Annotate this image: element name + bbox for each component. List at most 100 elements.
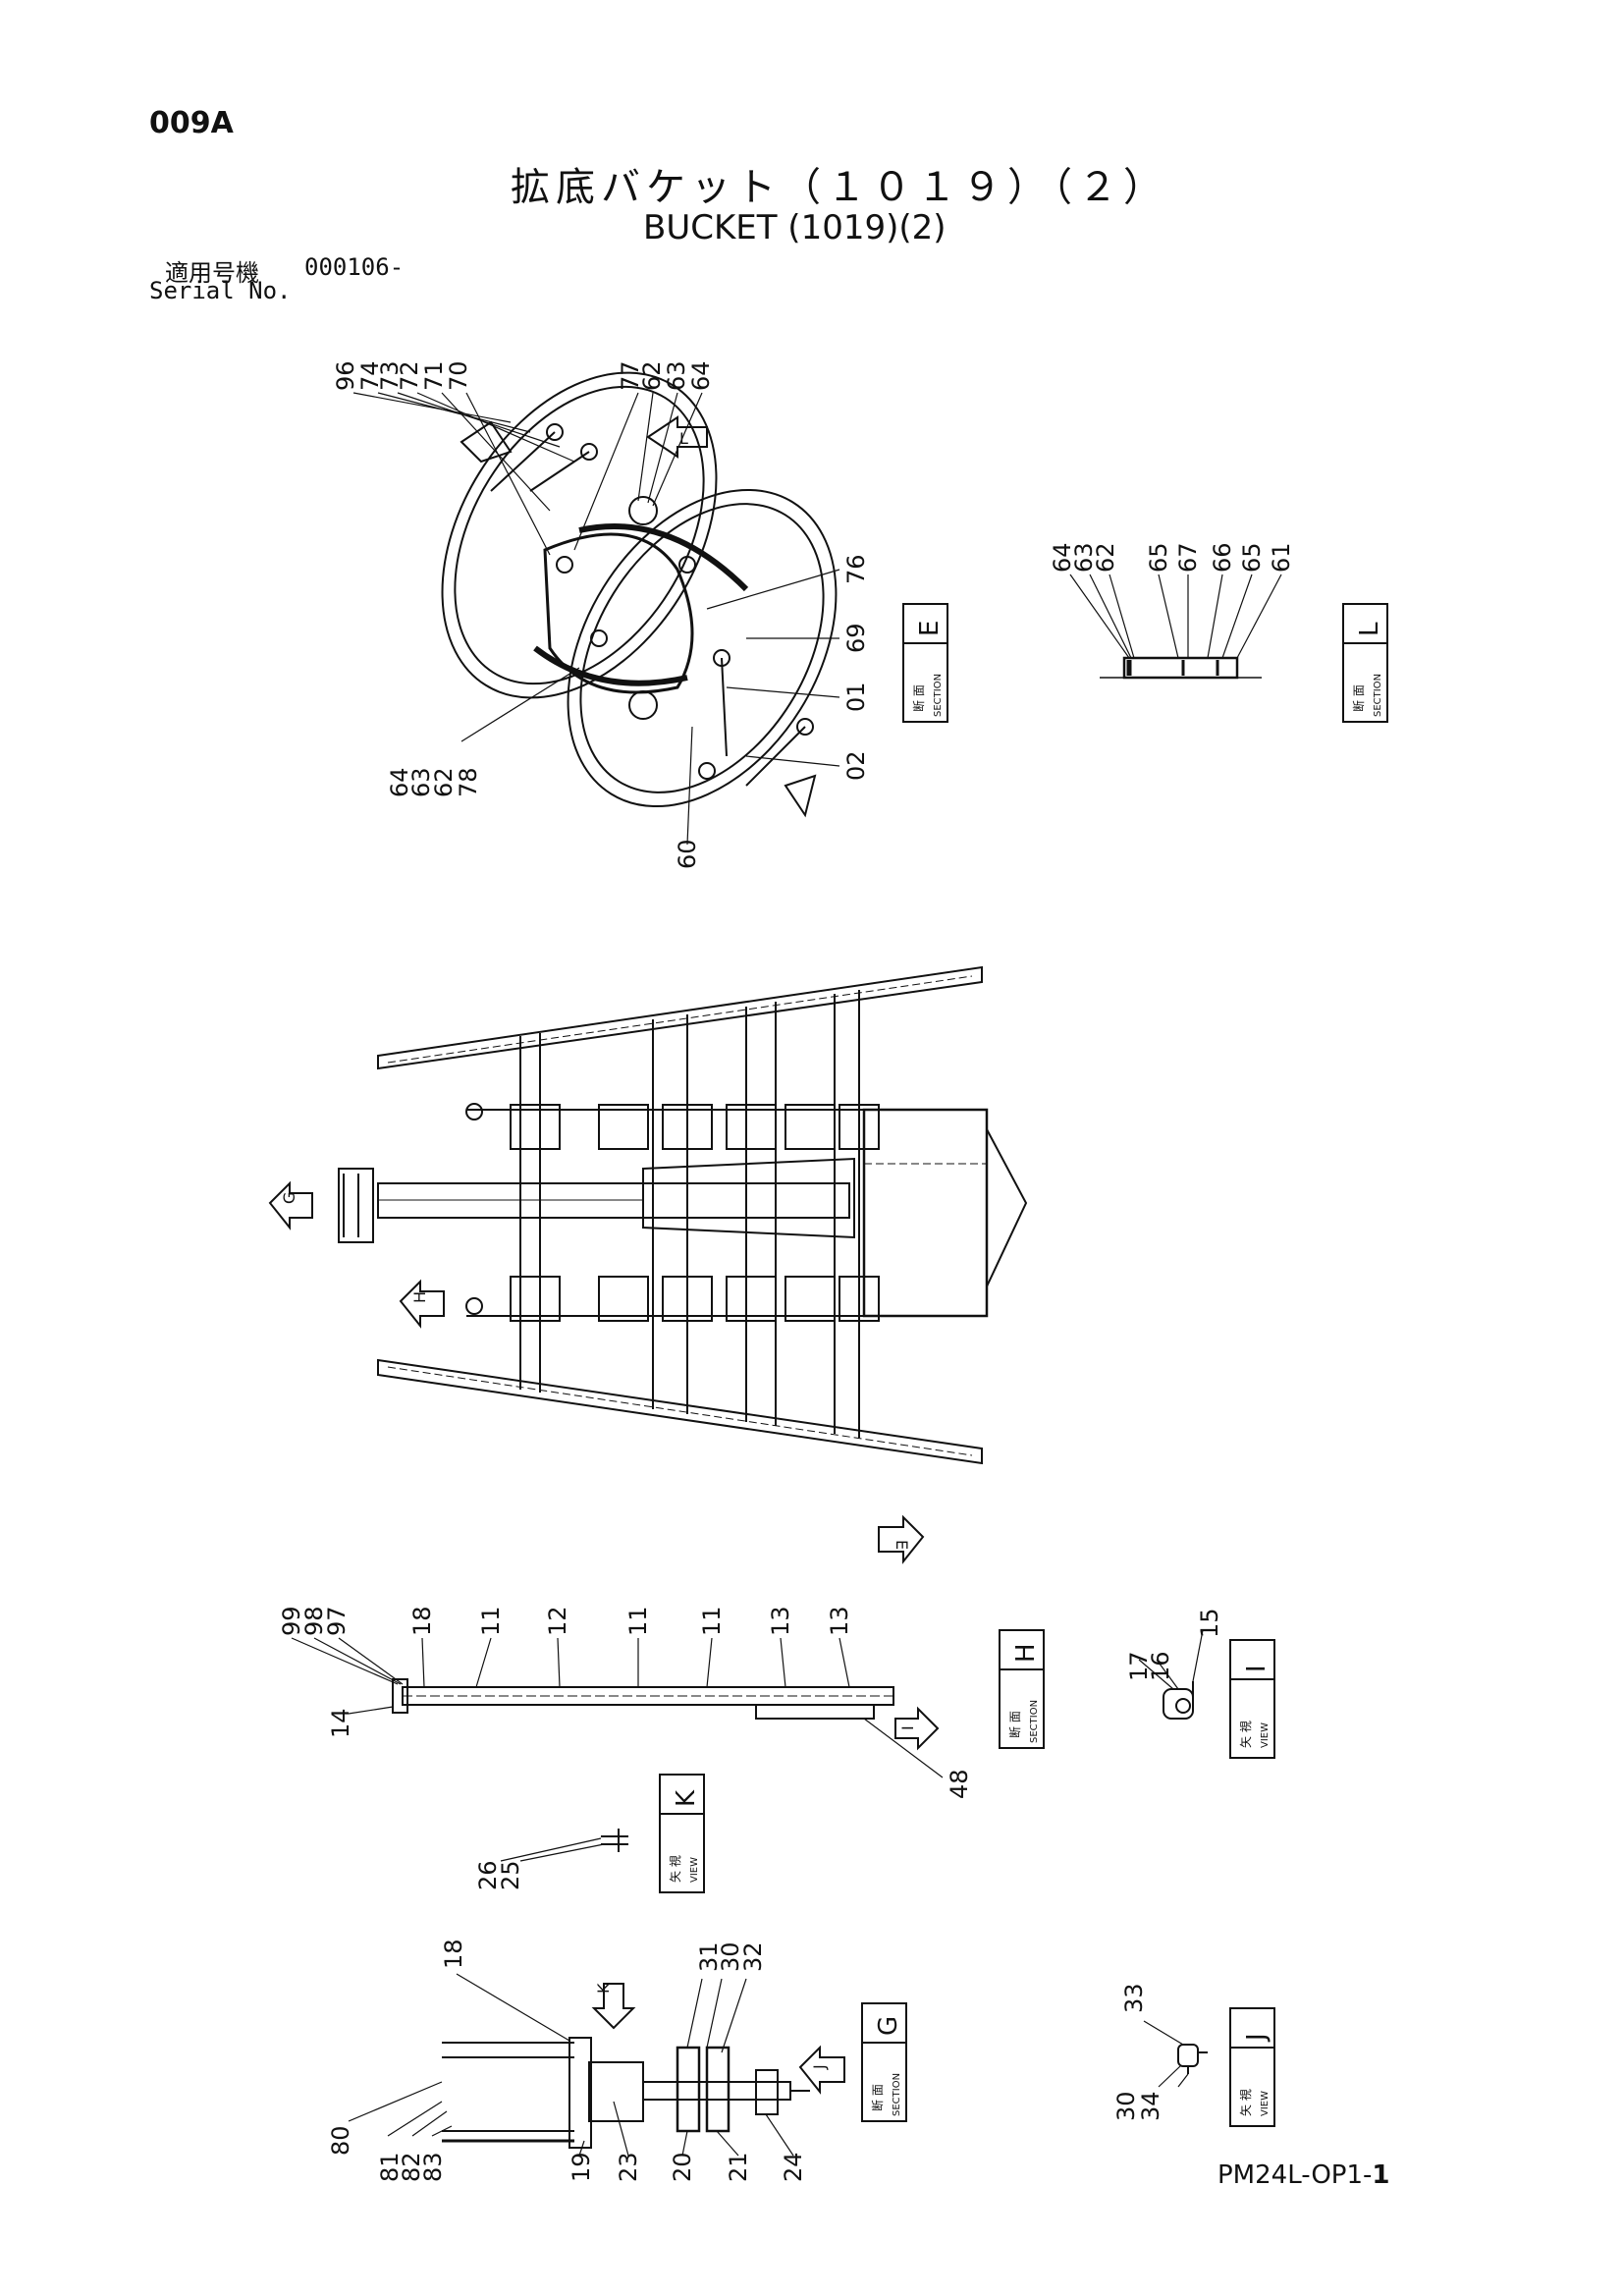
box-label-jp: 矢 視 xyxy=(1238,1721,1253,1748)
box-letter: J xyxy=(1242,2033,1271,2043)
box-label-en: VIEW xyxy=(689,1857,700,1883)
title-english: BUCKET (1019)(2) xyxy=(643,208,947,247)
callout: 62 xyxy=(430,767,458,797)
section-box-g: G 断 面 SECTION xyxy=(861,2002,907,2122)
callout: 67 xyxy=(1174,542,1202,573)
section-h-leaders xyxy=(291,1637,944,1778)
document-number: PM24L-OP1-1 xyxy=(1217,2160,1390,2190)
serial-label-japanese: 適用号機 xyxy=(165,259,259,287)
callout: 24 xyxy=(780,2152,807,2182)
callout: 18 xyxy=(440,1939,467,1969)
callout: 64 xyxy=(386,767,413,797)
arrow-label: I xyxy=(898,1725,917,1730)
view-arrow-k xyxy=(591,1983,636,2030)
section-e-leaders xyxy=(352,392,840,846)
box-label-en: SECTION xyxy=(933,674,944,717)
callout: 65 xyxy=(1145,542,1172,573)
page-code: 009A xyxy=(149,106,234,140)
callout: 13 xyxy=(767,1606,794,1636)
section-g-leaders xyxy=(348,1973,794,2157)
callout: 12 xyxy=(544,1606,571,1636)
callout: 74 xyxy=(356,360,384,391)
callout: 11 xyxy=(698,1606,726,1636)
callout: 70 xyxy=(445,360,472,391)
box-label-en: SECTION xyxy=(1373,674,1383,717)
callout: 34 xyxy=(1137,2091,1164,2121)
box-label-jp: 断 面 xyxy=(911,684,926,712)
view-box-i: I 矢 視 VIEW xyxy=(1229,1639,1275,1759)
callout: 48 xyxy=(946,1769,973,1799)
view-k-callouts: 26 25 xyxy=(474,1860,524,1890)
box-letter: H xyxy=(1011,1643,1041,1663)
callout: 02 xyxy=(842,750,870,781)
callout: 63 xyxy=(1070,542,1098,573)
callout: 80 xyxy=(327,2125,354,2156)
serial-value: 000106- xyxy=(304,253,405,281)
callout: 97 xyxy=(323,1606,351,1636)
callout: 17 xyxy=(1125,1651,1153,1681)
box-label-en: VIEW xyxy=(1260,2091,1271,2116)
arrow-label: J xyxy=(810,2064,829,2070)
view-arrow-i xyxy=(894,1706,940,1751)
callout: 72 xyxy=(396,360,423,391)
arrow-label: G xyxy=(280,1192,298,1204)
callout: 78 xyxy=(455,767,482,797)
callout: 19 xyxy=(568,2152,595,2182)
view-i-callouts: 17 16 15 xyxy=(1125,1608,1223,1681)
view-k-drawing xyxy=(601,1829,628,1852)
callout: 77 xyxy=(617,360,644,391)
callout: 64 xyxy=(687,360,715,391)
callout: 32 xyxy=(739,1941,767,1972)
section-h-callouts: 99 98 97 18 11 12 11 11 13 13 14 48 xyxy=(278,1606,973,1799)
section-box-l: L 断 面 SECTION xyxy=(1342,603,1388,723)
view-arrow-j xyxy=(798,2045,845,2095)
box-letter: E xyxy=(915,621,945,636)
callout: 61 xyxy=(1268,542,1295,573)
view-j-drawing xyxy=(1177,2044,1208,2074)
callout: 33 xyxy=(1120,1983,1148,2013)
main-bucket-drawing: G H E xyxy=(268,965,1028,1564)
arrow-label: L xyxy=(679,429,688,448)
view-j-leaders xyxy=(1143,2020,1189,2088)
box-label-jp: 矢 視 xyxy=(668,1855,682,1883)
callout: 11 xyxy=(624,1606,652,1636)
section-e-drawing: L xyxy=(441,371,838,818)
document-page: 1 xyxy=(1372,2160,1390,2190)
section-box-e: E 断 面 SECTION xyxy=(902,603,948,723)
callout: 73 xyxy=(376,360,404,391)
callout: 76 xyxy=(842,554,870,584)
box-label-en: VIEW xyxy=(1260,1722,1271,1748)
box-letter: L xyxy=(1355,622,1384,636)
view-arrow-h xyxy=(399,1279,445,1329)
callout: 11 xyxy=(477,1606,505,1636)
callout: 83 xyxy=(419,2152,447,2182)
arrow-label: H xyxy=(410,1291,429,1303)
callout: 18 xyxy=(408,1606,436,1636)
callout: 16 xyxy=(1147,1651,1174,1681)
callout: 65 xyxy=(1238,542,1266,573)
callout: 60 xyxy=(674,839,701,869)
callout: 21 xyxy=(725,2152,752,2182)
callout: 71 xyxy=(420,360,448,391)
section-l-leaders xyxy=(1069,574,1282,659)
view-i-leaders xyxy=(1138,1629,1204,1690)
view-arrow-l xyxy=(646,415,708,459)
arrow-label: K xyxy=(594,1983,613,1994)
section-g-drawing: K J xyxy=(442,1983,845,2149)
callout: 96 xyxy=(332,360,359,391)
view-arrow-g xyxy=(268,1180,313,1230)
callout: 98 xyxy=(300,1606,328,1636)
box-letter: G xyxy=(874,2016,903,2036)
callout: 31 xyxy=(695,1941,723,1972)
callout: 14 xyxy=(327,1708,354,1738)
box-label-jp: 矢 視 xyxy=(1238,2089,1253,2116)
box-label-en: SECTION xyxy=(892,2073,902,2116)
section-h-drawing: I xyxy=(392,1678,940,1751)
view-box-k: K 矢 視 VIEW xyxy=(659,1774,705,1893)
callout: 01 xyxy=(842,682,870,712)
section-e-callouts: 96 74 73 72 71 70 77 62 63 64 76 69 01 0… xyxy=(332,360,870,869)
callout: 15 xyxy=(1196,1608,1223,1638)
view-j-callouts: 33 30 34 xyxy=(1112,1983,1164,2121)
box-letter: K xyxy=(672,1789,701,1807)
